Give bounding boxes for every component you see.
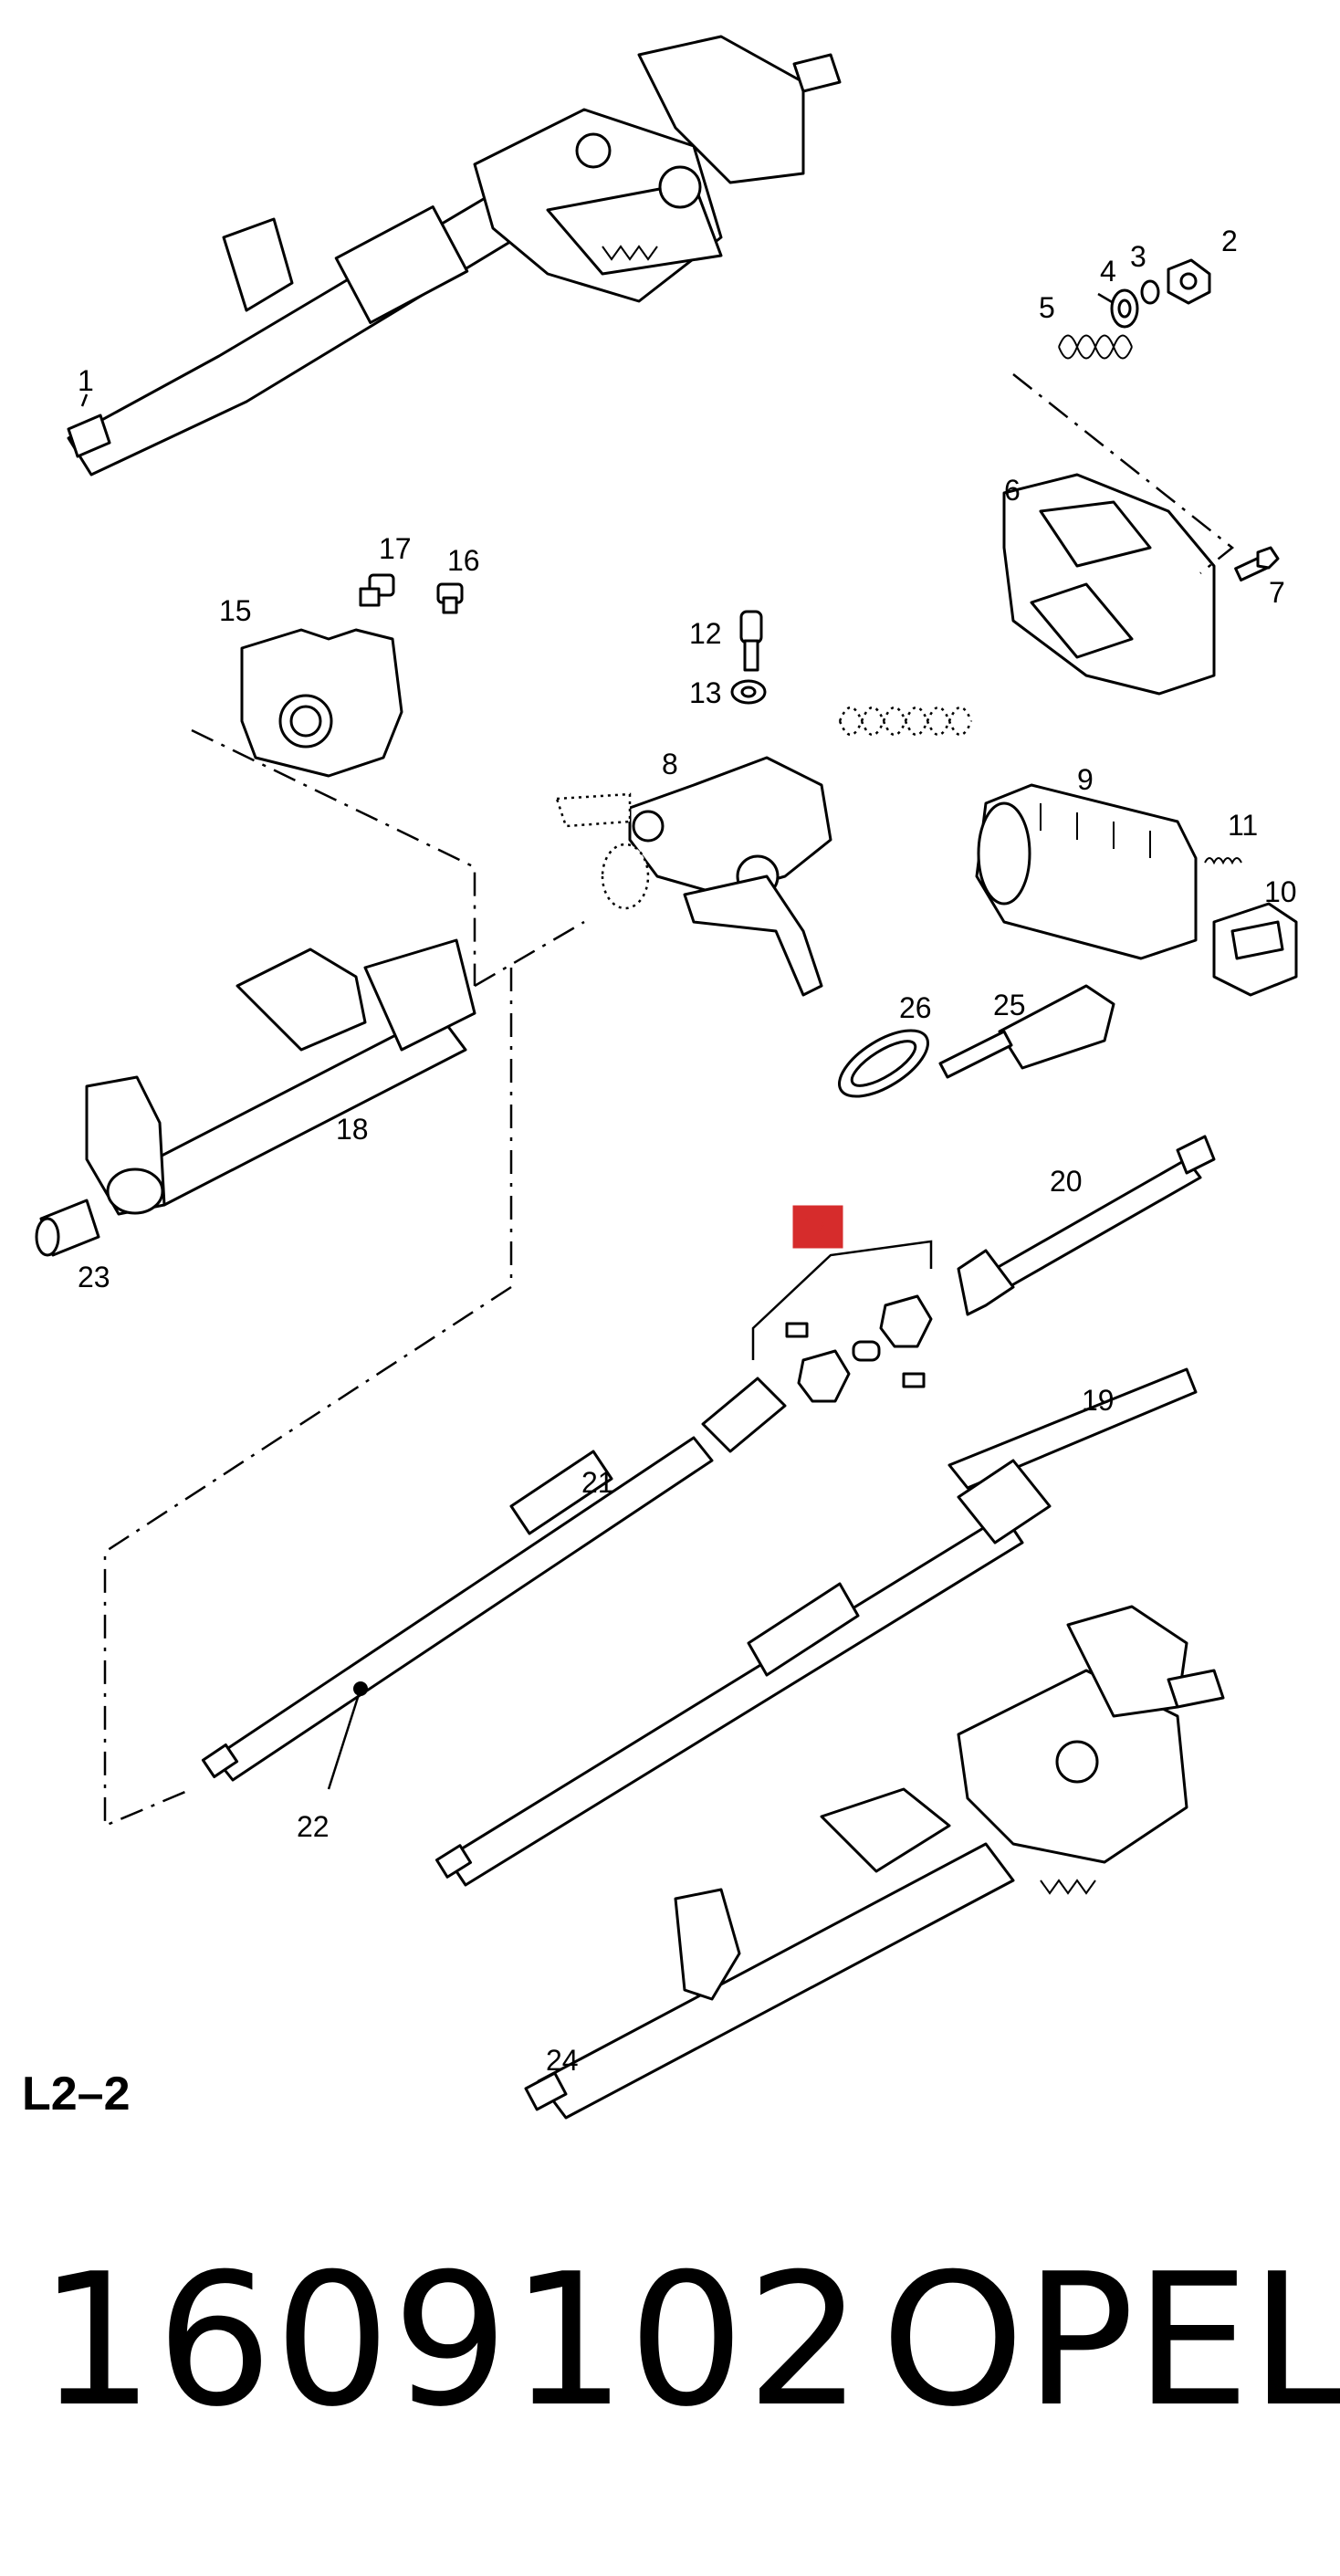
- callout-26: 26: [899, 991, 932, 1024]
- callout-25: 25: [993, 989, 1026, 1021]
- callout-8: 8: [662, 748, 678, 780]
- part-2-nut: [1167, 258, 1211, 305]
- part-3-washer: [1140, 279, 1160, 305]
- part-14-joint-kit: [751, 1240, 933, 1403]
- callout-19: 19: [1082, 1384, 1115, 1417]
- part-1-steering-column: [67, 35, 842, 476]
- part-8-lock-housing: [555, 706, 973, 997]
- callout-12: 12: [689, 617, 722, 650]
- part-4-washer: [1110, 288, 1139, 329]
- part-18-column-tube: [85, 938, 476, 1216]
- callout-7: 7: [1269, 576, 1285, 609]
- callout-18: 18: [336, 1113, 369, 1146]
- part-6-housing-cover: [1002, 473, 1216, 696]
- callout-11: 11: [1228, 809, 1258, 842]
- leader-lines: [80, 292, 1115, 407]
- part-9-switch-body: [975, 783, 1198, 960]
- part-number: 1609102: [38, 2235, 864, 2447]
- part-22-marker: [327, 1681, 368, 1790]
- part-17-screw: [359, 573, 395, 607]
- callout-2: 2: [1221, 225, 1238, 257]
- callout-21: 21: [581, 1466, 614, 1499]
- callout-labels: 1 2 3 4 5 6 7 8 9 10 11 12 13 14 15 16 1…: [78, 225, 1297, 2077]
- part-16-screw: [436, 582, 464, 614]
- callout-15: 15: [219, 594, 252, 627]
- sheet-label: L2–2: [22, 2068, 131, 2120]
- callout-3: 3: [1130, 240, 1146, 273]
- assembly-lines: [103, 373, 1235, 1827]
- part-19-lower-shaft: [434, 1367, 1198, 1887]
- callout-13: 13: [689, 676, 722, 709]
- callout-9: 9: [1077, 763, 1094, 796]
- part-10-connector: [1212, 902, 1298, 997]
- callout-1: 1: [78, 364, 94, 397]
- callout-14: 14: [801, 1211, 833, 1244]
- part-12-bolt: [739, 610, 763, 672]
- callout-20: 20: [1050, 1165, 1083, 1198]
- part-21-intermediate-shaft: [201, 1377, 787, 1782]
- callout-22: 22: [297, 1810, 330, 1843]
- callout-17: 17: [379, 532, 412, 565]
- brand-name: OPEL: [881, 2235, 1340, 2447]
- part-15-shroud: [240, 628, 403, 778]
- part-7-bolt: [1234, 546, 1280, 582]
- part-5-spring: [1058, 334, 1133, 360]
- callout-6: 6: [1004, 474, 1021, 507]
- part-23-bushing: [35, 1199, 100, 1257]
- callout-24: 24: [546, 2044, 579, 2077]
- callout-5: 5: [1039, 291, 1055, 324]
- callout-23: 23: [78, 1261, 110, 1293]
- callout-10: 10: [1264, 875, 1297, 908]
- part-24-column-assembly: [524, 1605, 1225, 2120]
- callout-4: 4: [1100, 255, 1116, 288]
- part-13-washer: [730, 679, 767, 705]
- part-25-key: [938, 984, 1115, 1079]
- part-26-ring: [838, 1029, 929, 1098]
- callout-16: 16: [447, 544, 480, 577]
- part-20-upper-shaft: [957, 1135, 1216, 1316]
- part-11-spring: [1204, 857, 1242, 865]
- callout-14-highlight: [792, 1205, 843, 1249]
